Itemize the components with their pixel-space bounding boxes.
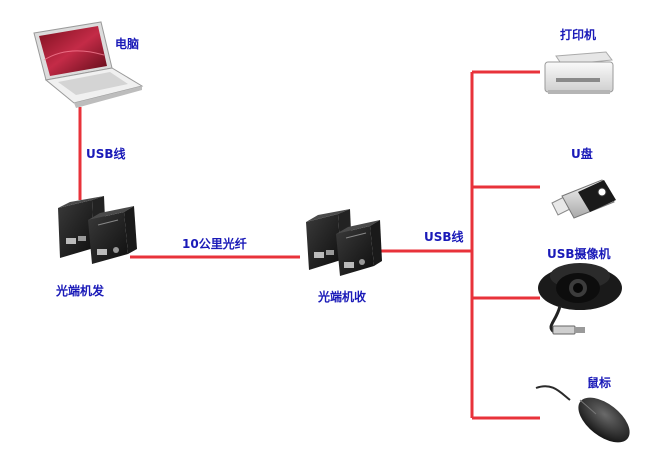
receiver-icon — [306, 209, 382, 276]
label-usb-cable-left: USB线 — [86, 147, 126, 161]
label-usb-camera: USB摄像机 — [547, 247, 611, 261]
label-transmitter: 光端机发 — [56, 284, 105, 298]
usb-camera-icon — [538, 263, 622, 335]
laptop-icon — [33, 21, 144, 108]
label-udisk: U盘 — [571, 147, 593, 161]
printer-icon — [544, 51, 614, 94]
usb-flash-drive-icon — [551, 179, 616, 219]
mouse-icon — [535, 385, 630, 443]
label-fiber: 10公里光纤 — [182, 237, 247, 251]
label-receiver: 光端机收 — [318, 290, 367, 304]
label-computer: 电脑 — [115, 37, 140, 51]
transmitter-icon — [58, 196, 137, 264]
label-printer: 打印机 — [560, 28, 597, 42]
label-mouse: 鼠标 — [587, 376, 612, 390]
links — [78, 70, 540, 420]
label-usb-cable-right: USB线 — [424, 230, 464, 244]
